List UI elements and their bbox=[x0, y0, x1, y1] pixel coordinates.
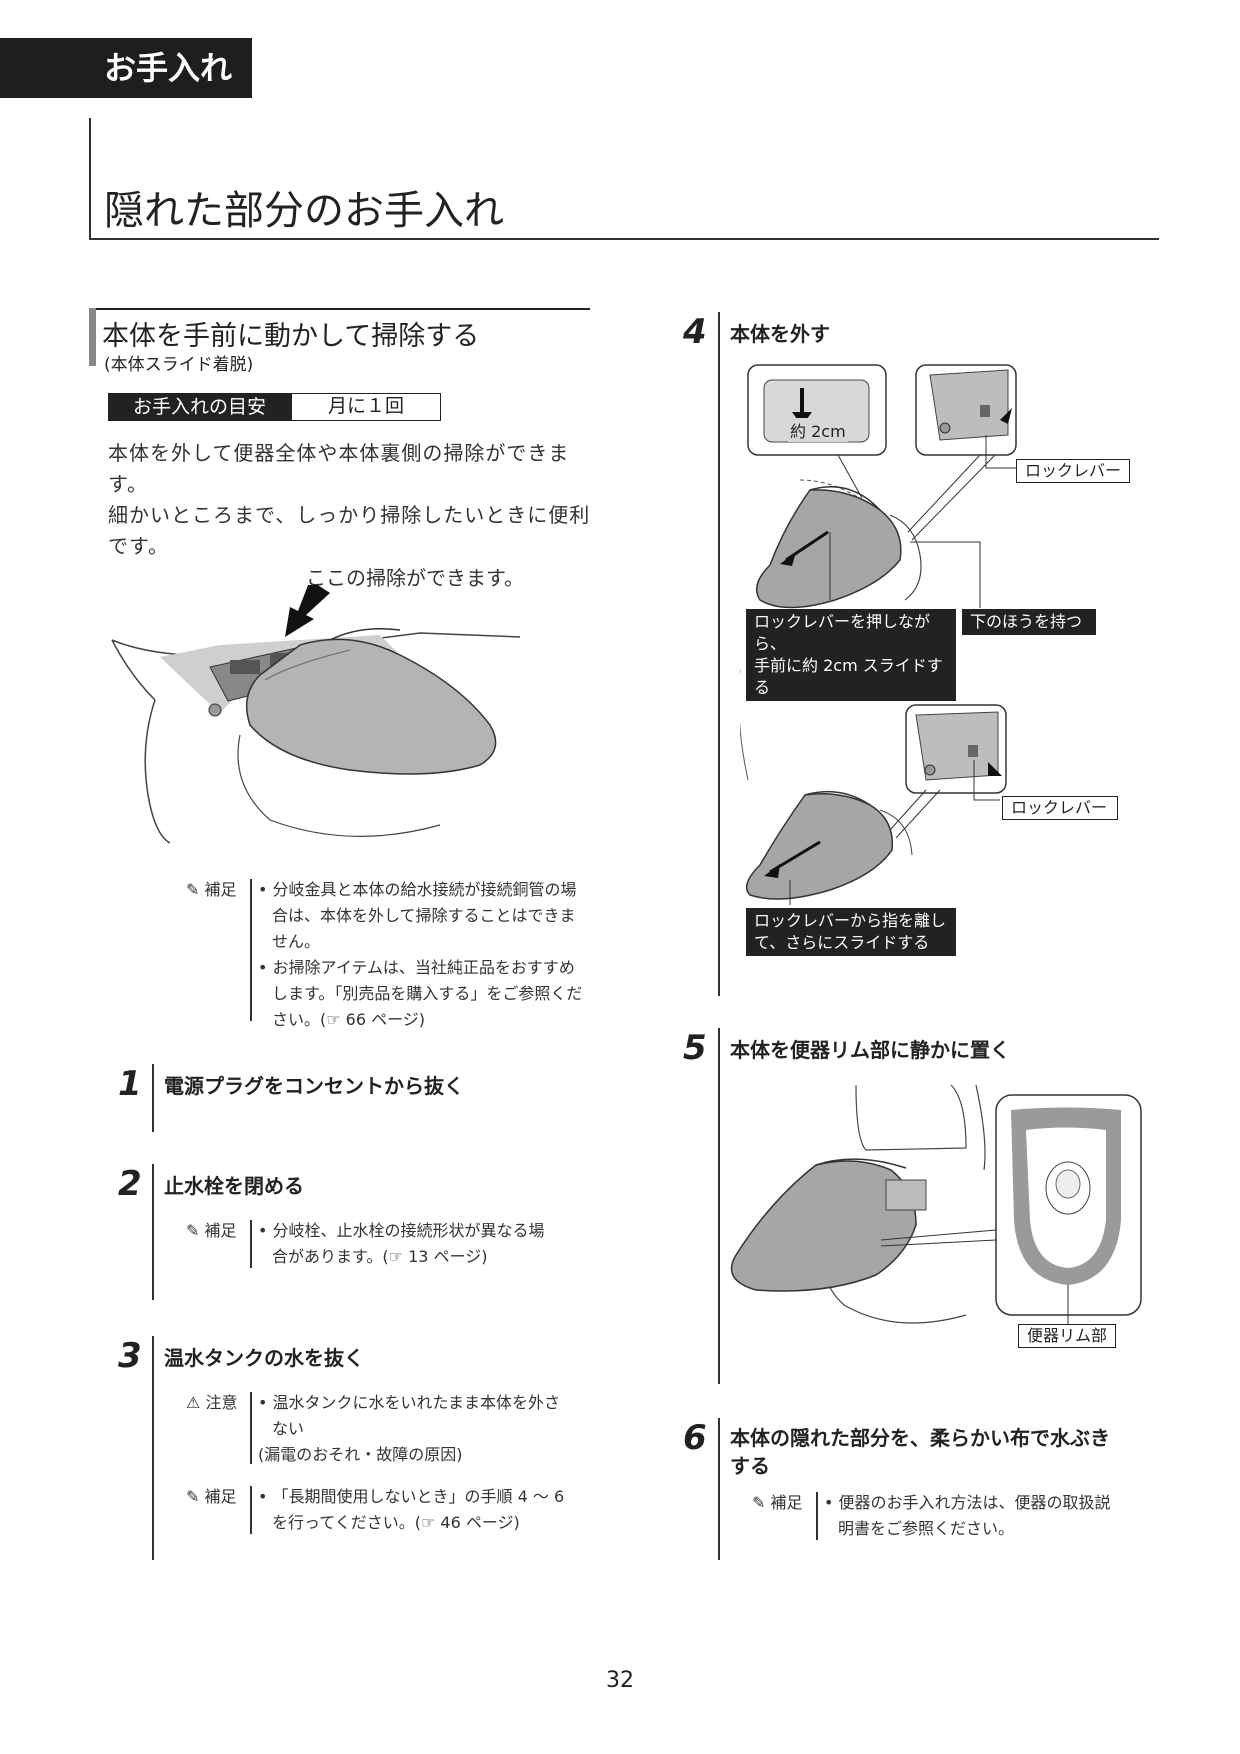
step-rule bbox=[152, 1164, 154, 1300]
step-title: 電源プラグをコンセントから抜く bbox=[164, 1074, 464, 1098]
callout-line: ロックレバーを押しながら、 bbox=[754, 612, 931, 653]
title-rule-horizontal bbox=[89, 238, 1159, 240]
section-intro: 本体を外して便器全体や本体裏側の掃除ができま す。 細かいところまで、しっかり掃… bbox=[108, 438, 592, 562]
distance-label: 約 2cm bbox=[788, 418, 848, 442]
figure-caption: ここの掃除ができます。 bbox=[306, 566, 524, 590]
section-title: 本体を手前に動かして掃除する bbox=[102, 321, 480, 352]
section-tab: お手入れ bbox=[0, 38, 252, 98]
note-label: ✎ 補足 bbox=[186, 1487, 237, 1506]
note-item: • 分岐栓、止水栓の接続形状が異なる場合があります。(☞ 13 ページ) bbox=[258, 1221, 545, 1266]
caution-divider bbox=[250, 1392, 252, 1464]
caution-label: ⚠ 注意 bbox=[186, 1393, 238, 1412]
note-item: • 「長期間使用しないとき」の手順 4 〜 6 を行ってください。(☞ 46 ペ… bbox=[258, 1487, 565, 1532]
caution-box: ⚠ 注意 • 温水タンクに水をいれたまま本体を外さない (漏電のおそれ・故障の原… bbox=[186, 1390, 596, 1470]
warning-icon: ⚠ bbox=[186, 1393, 201, 1412]
step-rule bbox=[718, 1418, 720, 1560]
step-title-line: する bbox=[730, 1454, 770, 1478]
step-rule bbox=[152, 1064, 154, 1132]
note-item: • お掃除アイテムは、当社純正品をおすすめします。「別売品を購入する」をご参照く… bbox=[258, 958, 583, 1029]
pencil-icon: ✎ bbox=[186, 880, 200, 899]
remove-body-illustration bbox=[740, 364, 1017, 905]
step-number: 2 bbox=[118, 1164, 142, 1204]
section-subtitle: (本体スライド着脱) bbox=[104, 355, 254, 375]
step-rule bbox=[718, 1028, 720, 1384]
pencil-icon: ✎ bbox=[186, 1487, 200, 1506]
intro-line: す。 bbox=[108, 472, 148, 496]
intro-line: です。 bbox=[108, 534, 169, 558]
caution-item: • 温水タンクに水をいれたまま本体を外さない bbox=[258, 1393, 561, 1438]
callout-line: 手前に約 2cm スライドする bbox=[754, 656, 943, 697]
step-number: 5 bbox=[683, 1028, 707, 1068]
intro-line: 細かいところまで、しっかり掃除したいときに便利 bbox=[108, 503, 591, 527]
section-accent-bar bbox=[89, 308, 96, 366]
step-title: 本体の隠れた部分を、柔らかい布で水ぶき する bbox=[730, 1424, 1110, 1480]
note-box: ✎ 補足 • 分岐金具と本体の給水接続が接続銅管の場合は、本体を外して掃除するこ… bbox=[186, 877, 596, 1029]
note-divider bbox=[250, 879, 252, 1021]
place-on-rim-illustration bbox=[730, 1084, 1142, 1324]
note-box: ✎ 補足 • 「長期間使用しないとき」の手順 4 〜 6 を行ってください。(☞… bbox=[186, 1484, 596, 1544]
note-divider bbox=[250, 1486, 252, 1534]
hold-bottom-callout: 下のほうを持つ bbox=[962, 609, 1096, 635]
step-title: 温水タンクの水を抜く bbox=[164, 1346, 364, 1370]
note-item: • 便器のお手入れ方法は、便器の取扱説明書をご参照ください。 bbox=[824, 1493, 1111, 1538]
note-divider bbox=[250, 1220, 252, 1268]
note-box: ✎ 補足 • 便器のお手入れ方法は、便器の取扱説明書をご参照ください。 bbox=[752, 1490, 1132, 1550]
note-label: ✎ 補足 bbox=[186, 1221, 237, 1240]
push-slide-callout: ロックレバーを押しながら、 手前に約 2cm スライドする bbox=[746, 609, 956, 701]
note-item: • 分岐金具と本体の給水接続が接続銅管の場合は、本体を外して掃除することはできま… bbox=[258, 880, 577, 951]
intro-line: 本体を外して便器全体や本体裏側の掃除ができま bbox=[108, 441, 570, 465]
callout-line: て、さらにスライドする bbox=[754, 933, 930, 952]
step-number: 4 bbox=[683, 312, 707, 352]
lock-lever-label: ロックレバー bbox=[1002, 796, 1118, 820]
pencil-icon: ✎ bbox=[752, 1493, 766, 1512]
rim-label: 便器リム部 bbox=[1018, 1324, 1116, 1348]
note-divider bbox=[816, 1492, 818, 1540]
toilet-clean-area-illustration bbox=[111, 585, 521, 844]
care-guideline-value: 月に１回 bbox=[291, 393, 441, 421]
step-title-line: 本体の隠れた部分を、柔らかい布で水ぶき bbox=[730, 1426, 1110, 1450]
step-title: 止水栓を閉める bbox=[164, 1174, 304, 1198]
caution-item: (漏電のおそれ・故障の原因) bbox=[258, 1445, 463, 1464]
step-rule bbox=[718, 312, 720, 996]
section-top-rule bbox=[96, 308, 590, 310]
step-title: 本体を便器リム部に静かに置く bbox=[730, 1038, 1010, 1062]
step-number: 6 bbox=[683, 1418, 707, 1458]
page-title: 隠れた部分のお手入れ bbox=[104, 188, 504, 234]
note-label: ✎ 補足 bbox=[186, 880, 237, 899]
step-rule bbox=[152, 1336, 154, 1560]
title-rule-vertical bbox=[89, 118, 91, 240]
lock-lever-label: ロックレバー bbox=[1016, 459, 1130, 483]
note-label: ✎ 補足 bbox=[752, 1493, 803, 1512]
page-number: 32 bbox=[606, 1668, 634, 1693]
release-slide-callout: ロックレバーから指を離し て、さらにスライドする bbox=[746, 908, 956, 956]
step-number: 3 bbox=[118, 1336, 142, 1376]
care-guideline-label: お手入れの目安 bbox=[108, 393, 291, 421]
note-box: ✎ 補足 • 分岐栓、止水栓の接続形状が異なる場合があります。(☞ 13 ページ… bbox=[186, 1218, 596, 1278]
step-title: 本体を外す bbox=[730, 322, 830, 346]
pencil-icon: ✎ bbox=[186, 1221, 200, 1240]
callout-line: ロックレバーから指を離し bbox=[754, 911, 947, 930]
step-number: 1 bbox=[118, 1064, 142, 1104]
